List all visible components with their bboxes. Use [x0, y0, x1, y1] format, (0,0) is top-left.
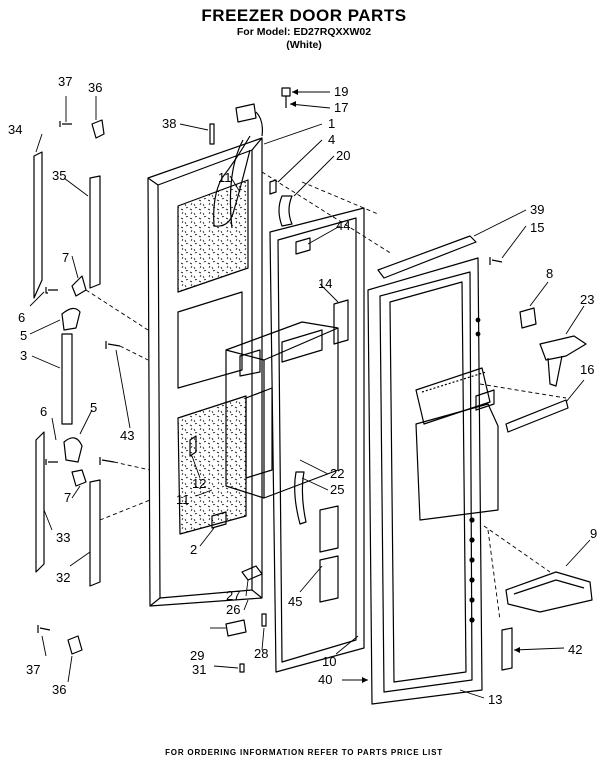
- callout-5b: 5: [90, 400, 97, 415]
- door-insulation-lower: [177, 395, 247, 535]
- callout-39: 39: [530, 202, 544, 217]
- trim-32: [89, 479, 101, 587]
- callout-14: 14: [318, 276, 332, 291]
- frame-holes: [469, 317, 481, 623]
- callout-9: 9: [590, 526, 597, 541]
- trim-35: [89, 175, 101, 289]
- callout-3: 3: [20, 348, 27, 363]
- callout-29: 29: [190, 648, 204, 663]
- callout-10: 10: [322, 654, 336, 669]
- callout-20: 20: [336, 148, 350, 163]
- callout-7: 7: [62, 250, 69, 265]
- page-title: FREEZER DOOR PARTS: [201, 6, 407, 25]
- callout-34: 34: [8, 122, 22, 137]
- callout-37b: 37: [26, 662, 40, 677]
- callout-19: 19: [334, 84, 348, 99]
- callout-35: 35: [52, 168, 66, 183]
- callout-6b: 6: [40, 404, 47, 419]
- callout-43: 43: [120, 428, 134, 443]
- callout-7b: 7: [64, 490, 71, 505]
- callout-33: 33: [56, 530, 70, 545]
- callout-2: 2: [190, 542, 197, 557]
- dispenser-housing: [225, 321, 339, 499]
- callout-42: 42: [568, 642, 582, 657]
- drip-tray: [505, 571, 593, 613]
- callout-31: 31: [192, 662, 206, 677]
- callout-5: 5: [20, 328, 27, 343]
- callout-36b: 36: [52, 682, 66, 697]
- color-line: (White): [286, 39, 322, 51]
- callout-23: 23: [580, 292, 594, 307]
- callout-6: 6: [18, 310, 25, 325]
- callout-15: 15: [530, 220, 544, 235]
- callout-25: 25: [330, 482, 344, 497]
- door-liner: [269, 207, 365, 673]
- callout-32: 32: [56, 570, 70, 585]
- callout-11: 11: [218, 170, 232, 185]
- door-frame-right: [367, 235, 499, 705]
- callout-26: 26: [226, 602, 240, 617]
- callout-40: 40: [318, 672, 332, 687]
- callout-17: 17: [334, 100, 348, 115]
- callout-13: 13: [488, 692, 502, 707]
- callout-36: 36: [88, 80, 102, 95]
- trim-strip-34: [33, 151, 43, 299]
- callout-8: 8: [546, 266, 553, 281]
- door-outer-panel: [147, 137, 263, 607]
- callout-37: 37: [58, 74, 72, 89]
- callout-28: 28: [254, 646, 268, 661]
- callout-45: 45: [288, 594, 302, 609]
- callout-1: 1: [328, 116, 335, 131]
- callout-22: 22: [330, 466, 344, 481]
- model-line: For Model: ED27RQXXW02: [236, 26, 372, 38]
- callout-44: 44: [336, 218, 350, 233]
- callout-27: 27: [226, 588, 240, 603]
- callout-16: 16: [580, 362, 594, 377]
- ordering-note: FOR ORDERING INFORMATION REFER TO PARTS …: [165, 748, 443, 757]
- trim-strip-33: [35, 431, 45, 573]
- callout-4: 4: [328, 132, 335, 147]
- callout-11b: 11: [176, 492, 190, 507]
- callout-12: 12: [192, 476, 206, 491]
- callout-38: 38: [162, 116, 176, 131]
